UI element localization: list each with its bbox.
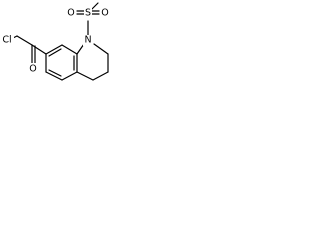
atom-label-n: N <box>84 35 91 46</box>
atom-label-o-ketone: O <box>29 64 36 75</box>
aromatic-ring-bonds <box>45 43 85 81</box>
atom-labels: N S O O Cl O <box>0 8 110 75</box>
chemical-structure: N S O O Cl O <box>0 2 110 81</box>
bond-c4-c4a <box>76 71 94 81</box>
chloroacetyl-bonds <box>12 35 47 65</box>
bond-n-c8a <box>76 43 85 55</box>
atom-label-o-left: O <box>67 8 74 19</box>
bond-carbonyl-ch2 <box>16 35 33 46</box>
bond-c3-c4 <box>92 71 109 81</box>
bond-n-c2 <box>93 43 109 55</box>
bond-c6-c5-inner <box>48 69 62 77</box>
bond-c8a-c8 <box>61 44 78 55</box>
bond-c7-carbonyl <box>31 44 47 55</box>
saturated-ring-bonds <box>76 43 109 81</box>
bond-c6-c5 <box>45 71 63 81</box>
bond-c8-c7 <box>45 44 63 55</box>
bond-c8-c7-inner <box>48 48 62 57</box>
atom-label-o-right: O <box>101 8 108 19</box>
bond-s-methyl <box>90 2 99 11</box>
atom-label-s: S <box>85 8 91 19</box>
atom-label-cl: Cl <box>2 35 11 46</box>
bond-c5-c4a <box>61 71 78 81</box>
